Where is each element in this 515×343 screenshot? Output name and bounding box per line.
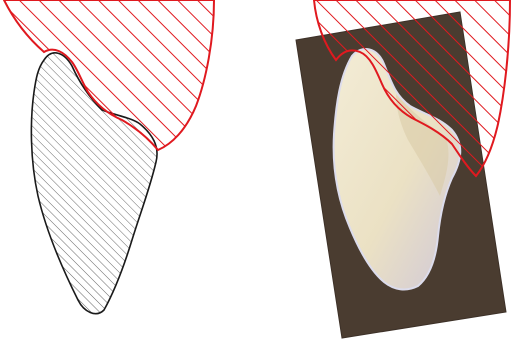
- photo-panel: [296, 0, 510, 338]
- schematic-panel: [4, 0, 214, 314]
